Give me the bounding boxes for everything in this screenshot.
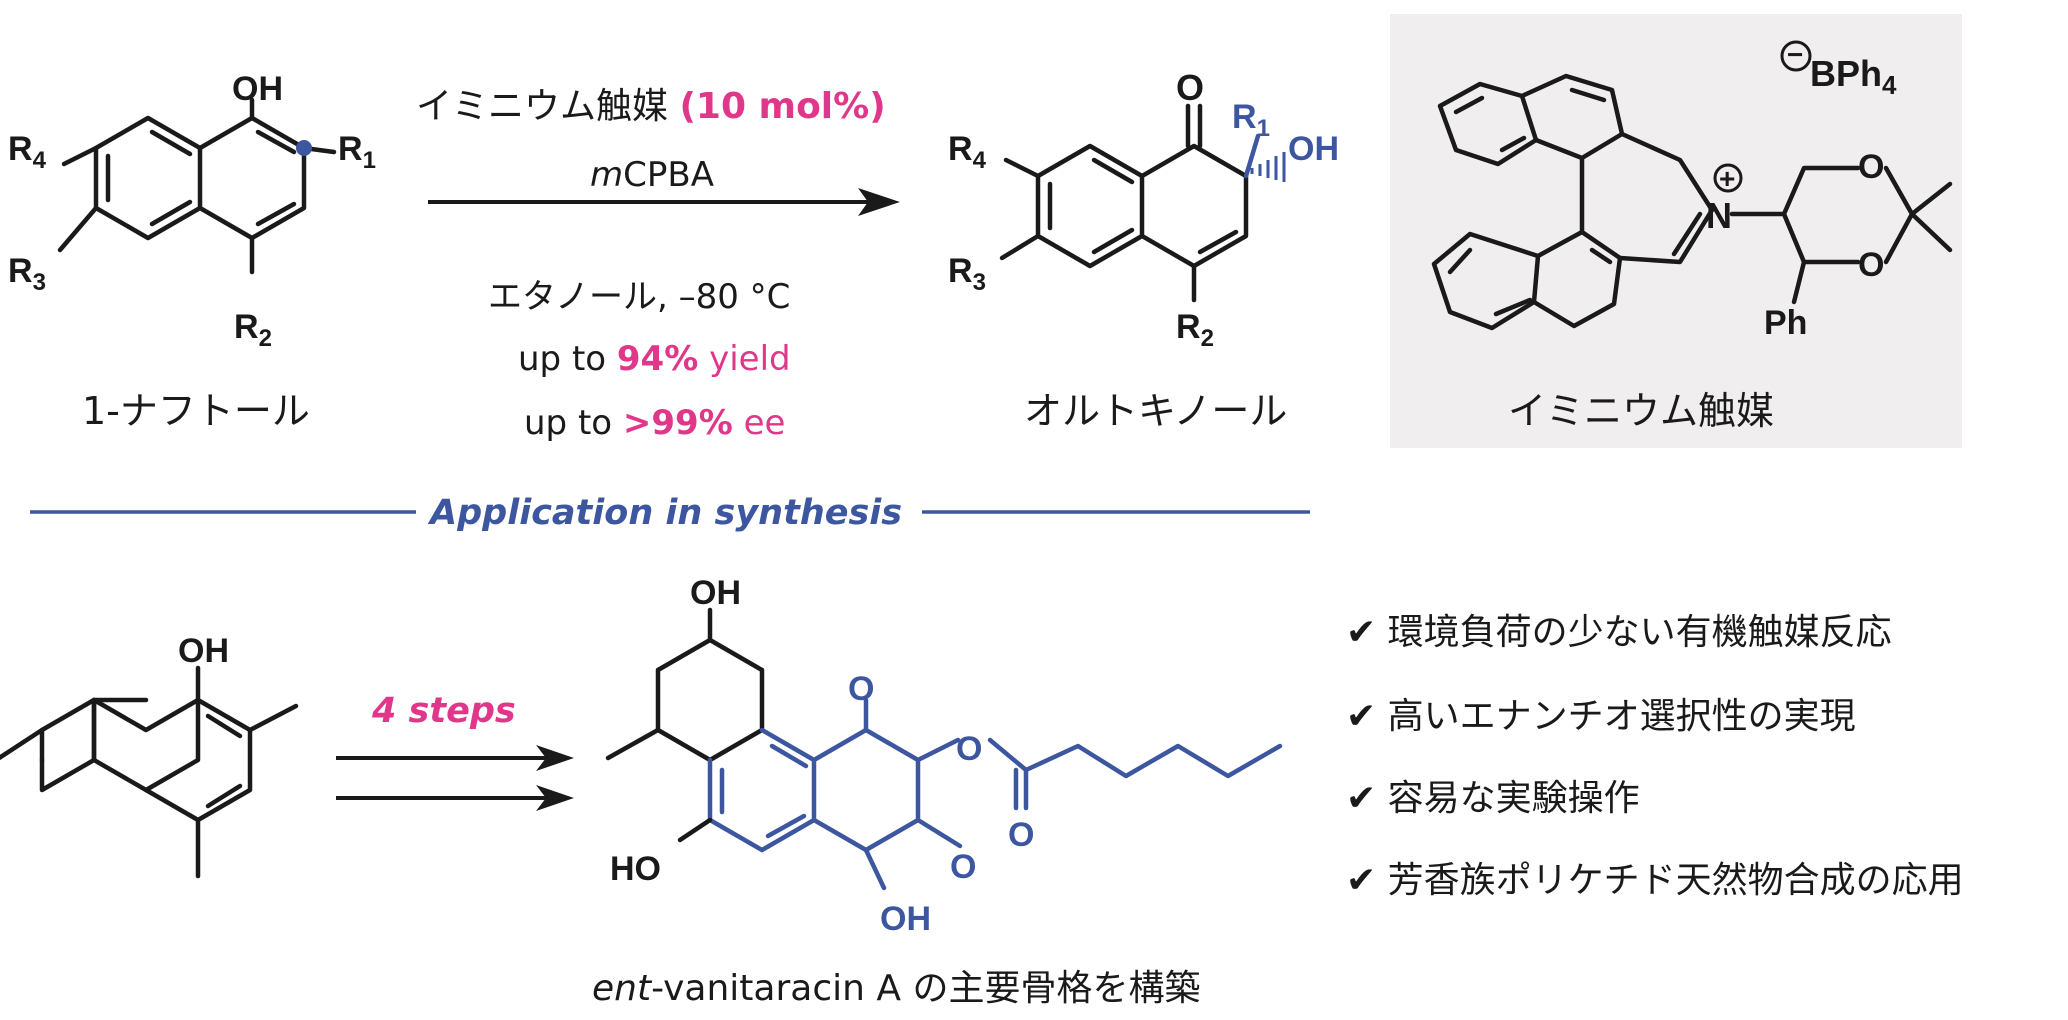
product-name: オルトキノール (1024, 389, 1287, 433)
target-o-2: O (950, 848, 976, 886)
catalyst-structure (1431, 73, 1953, 331)
product-oh: OH (1288, 130, 1339, 168)
yield-label: up to 94% yield (518, 339, 791, 379)
product-r1: R1 (1232, 98, 1270, 142)
target-oh-bottom: OH (880, 900, 931, 938)
substrate-r2: R2 (234, 308, 272, 352)
substrate-name: 1-ナフトール (82, 389, 310, 433)
catalyst-o-top: O (1858, 148, 1884, 186)
product-carbonyl-o: O (1176, 67, 1204, 108)
start-material-oh: OH (178, 632, 229, 670)
feature-2: ✔ 高いエナンチオ選択性の実現 (1346, 696, 1856, 737)
catalyst-o-bottom: O (1858, 246, 1884, 284)
substrate-r3: R3 (8, 252, 46, 296)
application-title: Application in synthesis (427, 493, 902, 533)
ee-label: up to >99% ee (524, 403, 785, 443)
catalyst-counterion: BPh4 (1810, 53, 1897, 100)
target-o-1: O (848, 670, 874, 708)
solvent-temperature: エタノール, –80 °C (488, 277, 790, 317)
substrate-r1: R1 (338, 130, 376, 174)
target-ho: HO (610, 850, 661, 888)
start-material-structure (0, 665, 299, 879)
substrate-r4: R4 (8, 130, 47, 174)
substrate-structure (57, 97, 337, 275)
catalyst-name: イミニウム触媒 (1508, 389, 1774, 433)
steps-label: 4 steps (371, 691, 516, 731)
catalyst-minus: − (1787, 39, 1803, 70)
feature-3: ✔ 容易な実験操作 (1346, 778, 1640, 819)
target-ester-o: O (956, 730, 982, 768)
product-r2: R2 (1176, 308, 1214, 352)
feature-1: ✔ 環境負荷の少ない有機触媒反応 (1346, 612, 1892, 653)
product-structure (999, 103, 1286, 303)
product-r4: R4 (948, 130, 987, 174)
target-ester-carbonyl-o: O (1008, 816, 1034, 854)
target-structure (605, 607, 1283, 891)
catalyst-condition: イミニウム触媒 (10 mol%) (416, 86, 886, 127)
steps-arrow (336, 745, 574, 811)
target-caption: ent-vanitaracin A の主要骨格を構築 (592, 968, 1200, 1009)
catalyst-n: N (1706, 195, 1732, 236)
catalyst-ph: Ph (1764, 304, 1807, 342)
catalyst-plus: + (1719, 163, 1735, 194)
target-oh-top: OH (690, 574, 741, 612)
oxidant-label: mCPBA (590, 155, 714, 195)
substrate-oh: OH (232, 70, 283, 108)
feature-4: ✔ 芳香族ポリケチド天然物合成の応用 (1346, 860, 1964, 901)
reaction-arrow (428, 188, 900, 216)
product-r3: R3 (948, 252, 986, 296)
